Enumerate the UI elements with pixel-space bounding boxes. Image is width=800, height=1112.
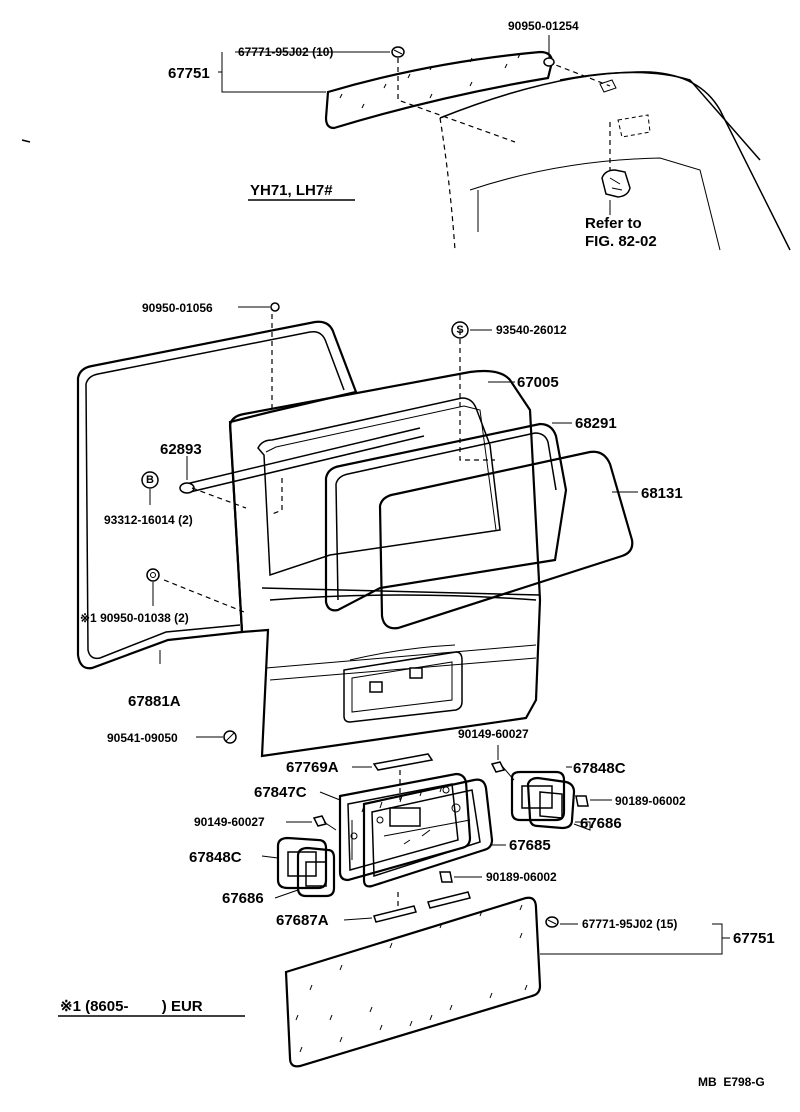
label-67881A: 67881A: [128, 693, 181, 710]
frame-67847C: [338, 772, 472, 882]
lower-trim-67751: [284, 896, 542, 1068]
label-67686-right: 67686: [580, 815, 622, 832]
label-figure-code: MB E798-G: [698, 1075, 765, 1089]
symbol-s: S: [451, 321, 469, 339]
clip-90950-01038: [146, 568, 160, 582]
label-90189-06002-left: 90189-06002: [486, 870, 557, 884]
svg-text:S: S: [456, 324, 463, 336]
nut-90189-06002-left: [439, 871, 453, 883]
label-93540-26012: 93540-26012: [496, 323, 567, 337]
label-67685: 67685: [509, 837, 551, 854]
label-62893: 62893: [160, 441, 202, 458]
label-67687A: 67687A: [276, 912, 329, 929]
label-90541-09050: 90541-09050: [107, 731, 178, 745]
strip-67687A: [373, 891, 471, 923]
label-67848C-left: 67848C: [189, 849, 242, 866]
clip-67771-95J02-bottom: [545, 916, 559, 928]
label-67751-top: 67751: [168, 65, 210, 82]
label-67769A: 67769A: [286, 759, 339, 776]
label-67771-95J02-top: 67771-95J02 (10): [238, 45, 333, 59]
label-90149-60027-right: 90149-60027: [458, 727, 529, 741]
clip-top: [391, 46, 405, 58]
label-68131: 68131: [641, 485, 683, 502]
label-68291: 68291: [575, 415, 617, 432]
label-67848C-right: 67848C: [573, 760, 626, 777]
nut-90189-06002-right: [575, 795, 589, 807]
glass-68131: [378, 450, 634, 630]
screw-90149-60027-left: [312, 815, 337, 831]
door-panel-67005: [228, 369, 542, 758]
label-67751-bottom: 67751: [733, 930, 775, 947]
label-refer-to: Refer to: [585, 215, 642, 232]
trim-clip-bracket: [601, 169, 631, 198]
label-67847C: 67847C: [254, 784, 307, 801]
stop-light-62893: [179, 427, 425, 494]
clip-90950-01254: [543, 57, 555, 67]
label-eur-note: ※1 (8605- ) EUR: [60, 998, 203, 1015]
strip-67769A: [352, 753, 434, 800]
weatherstrip-67881A: [76, 320, 358, 670]
symbol-b: B: [141, 471, 159, 489]
lamp-67686-left: [296, 846, 336, 898]
upper-trim-panel: [324, 50, 554, 143]
lamp-67848C-left: [276, 836, 328, 890]
plate-base-67685: [362, 778, 494, 888]
screw-90149-60027-right: [490, 761, 515, 781]
label-67005: 67005: [517, 374, 559, 391]
lamp-67686-right: [526, 776, 576, 830]
label-90950-01254: 90950-01254: [508, 19, 579, 33]
label-fig-82-02: FIG. 82-02: [585, 233, 657, 250]
svg-text:B: B: [146, 474, 154, 486]
grommet-90541-09050: [223, 730, 237, 744]
glass-seal-68291: [324, 422, 568, 612]
label-93312-16014: 93312-16014 (2): [104, 513, 193, 527]
label-67771-95J02-bottom: 67771-95J02 (15): [582, 917, 677, 931]
clip-90950-01056: [270, 302, 280, 312]
label-90950-01038: ※1 90950-01038 (2): [80, 611, 189, 625]
lamp-67848C-right: [510, 770, 566, 822]
label-90149-60027-left: 90149-60027: [194, 815, 265, 829]
roof-outline: [439, 61, 791, 251]
label-90189-06002-right: 90189-06002: [615, 794, 686, 808]
label-67686-left: 67686: [222, 890, 264, 907]
label-90950-01056: 90950-01056: [142, 301, 213, 315]
label-model: YH71, LH7#: [250, 182, 333, 199]
